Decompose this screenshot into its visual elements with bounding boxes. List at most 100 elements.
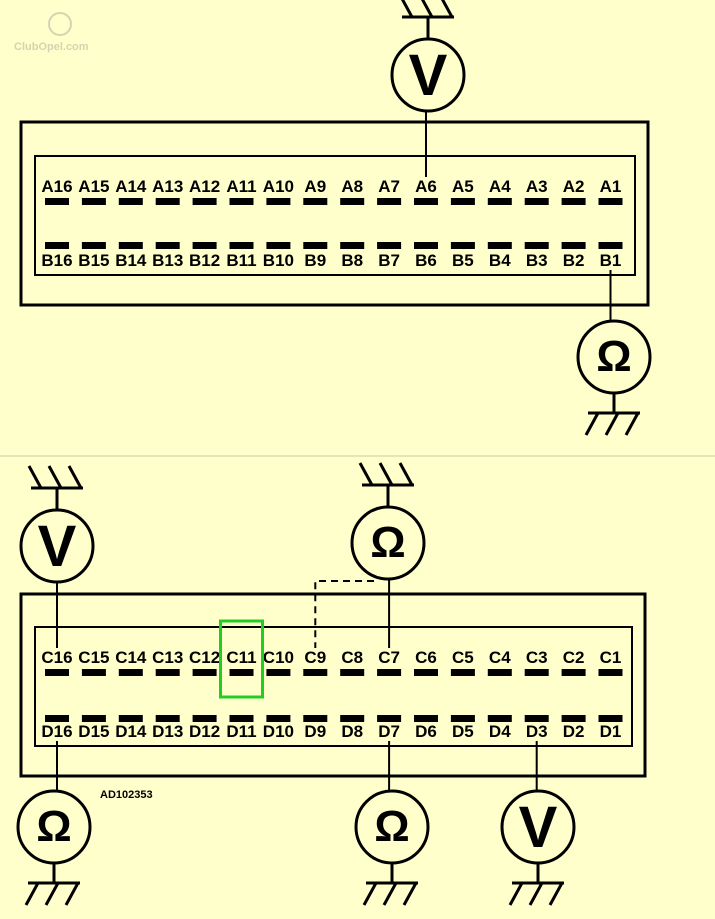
pin-a5-label: A5	[452, 177, 474, 196]
pin-b7-label: B7	[378, 251, 400, 270]
ground-icon	[508, 881, 564, 906]
pin-a11-label: A11	[226, 177, 256, 196]
pin-a1-label: A1	[600, 177, 622, 196]
pin-b3-label: B3	[526, 251, 548, 270]
voltmeter-d3: V	[500, 789, 576, 906]
watermark-text: ClubOpel.com	[14, 41, 89, 53]
pin-b9-label: B9	[304, 251, 326, 270]
pin-b1-label: B1	[600, 251, 622, 270]
pin-c7-contact	[377, 669, 402, 676]
pin-b6-label: B6	[415, 251, 437, 270]
pin-c11-label: C11	[226, 648, 256, 667]
pin-a10-contact	[266, 198, 291, 205]
pin-c8-contact	[340, 669, 365, 676]
pin-a14-label: A14	[115, 177, 147, 196]
ground-icon	[358, 462, 414, 487]
ohmmeter-c7-c9: Ω	[350, 462, 426, 581]
ohmmeter-b1-symbol: Ω	[596, 332, 631, 381]
pin-b15-label: B15	[78, 251, 109, 270]
pin-c2-contact	[561, 669, 586, 676]
pin-a15-contact	[81, 198, 106, 205]
pin-c5-label: C5	[452, 648, 474, 667]
pin-d2-contact	[561, 715, 586, 722]
pin-d15-label: D15	[78, 722, 109, 741]
pin-b5-contact	[450, 242, 475, 249]
meters-layer: V Ω V Ω Ω Ω V	[16, 0, 652, 906]
connector-cd-housing	[19, 592, 647, 778]
pin-a15-label: A15	[78, 177, 109, 196]
pin-c6-label: C6	[415, 648, 437, 667]
pin-c3-label: C3	[526, 648, 548, 667]
pin-b11-label: B11	[226, 251, 256, 270]
pin-b15-contact	[81, 242, 106, 249]
connector-cd-outer	[19, 592, 647, 778]
pin-a6-contact	[414, 198, 438, 205]
voltmeter-a6: V	[390, 0, 466, 113]
pin-a3-label: A3	[526, 177, 548, 196]
pin-a16-label: A16	[41, 177, 72, 196]
pin-a8-label: A8	[341, 177, 363, 196]
pin-d14-contact	[118, 715, 143, 722]
pin-c11-contact	[229, 669, 254, 676]
pin-a13-contact	[155, 198, 180, 205]
pin-b9-contact	[303, 242, 328, 249]
pin-b16-label: B16	[41, 251, 72, 270]
pin-a8-contact	[340, 198, 365, 205]
pin-b6-contact	[414, 242, 438, 249]
pin-c7-label: C7	[378, 648, 400, 667]
ohmmeter-d7-symbol: Ω	[374, 802, 409, 851]
pin-c4-label: C4	[489, 648, 511, 667]
voltmeter-d3-symbol: V	[519, 795, 558, 860]
pin-d1-contact	[598, 715, 623, 722]
pin-a2-contact	[561, 198, 586, 205]
pin-c12-label: C12	[189, 648, 220, 667]
pin-d13-label: D13	[152, 722, 183, 741]
pin-c13-label: C13	[152, 648, 183, 667]
pin-c15-contact	[81, 669, 106, 676]
pin-c9-label: C9	[304, 648, 326, 667]
ohmmeter-d16: Ω	[16, 789, 92, 906]
pin-c2-label: C2	[563, 648, 585, 667]
pin-a14-contact	[118, 198, 143, 205]
pin-d8-contact	[340, 715, 365, 722]
pin-b8-label: B8	[341, 251, 363, 270]
pin-b14-label: B14	[115, 251, 147, 270]
ground-icon	[362, 881, 418, 906]
pin-c12-contact	[192, 669, 217, 676]
voltmeter-a6-symbol: V	[409, 43, 448, 108]
pin-d14-label: D14	[115, 722, 147, 741]
connector-cd-inner	[34, 626, 633, 747]
pin-a16-contact	[45, 198, 69, 205]
pin-b8-contact	[340, 242, 365, 249]
pin-b5-label: B5	[452, 251, 474, 270]
pin-b10-label: B10	[263, 251, 294, 270]
pin-d4-label: D4	[489, 722, 511, 741]
pin-d11-contact	[229, 715, 254, 722]
pin-d16-contact	[45, 715, 69, 722]
pin-d7-contact	[377, 715, 402, 722]
pin-a5-contact	[450, 198, 475, 205]
pin-d9-contact	[303, 715, 328, 722]
connector-ab-outer	[19, 120, 650, 307]
pin-b1-contact	[598, 242, 623, 249]
pin-b12-contact	[192, 242, 217, 249]
pin-d15-contact	[81, 715, 106, 722]
pin-d8-label: D8	[341, 722, 363, 741]
voltmeter-c16: V	[19, 465, 95, 584]
connector-ab-inner	[34, 155, 636, 276]
highlighted-pin-box	[219, 619, 264, 699]
pin-d12-label: D12	[189, 722, 220, 741]
pin-b11-contact	[229, 242, 254, 249]
ohmmeter-c7-c9-alt-wire	[314, 580, 374, 648]
pin-c3-contact	[524, 669, 549, 676]
pin-a2-label: A2	[563, 177, 585, 196]
pin-b4-contact	[487, 242, 512, 249]
pin-d10-contact	[266, 715, 291, 722]
pin-a6-label: A6	[415, 177, 437, 196]
pin-b13-contact	[155, 242, 180, 249]
pin-b14-contact	[118, 242, 143, 249]
pin-c6-contact	[414, 669, 438, 676]
ohmmeter-d7: Ω	[354, 789, 430, 906]
pin-c14-contact	[118, 669, 143, 676]
